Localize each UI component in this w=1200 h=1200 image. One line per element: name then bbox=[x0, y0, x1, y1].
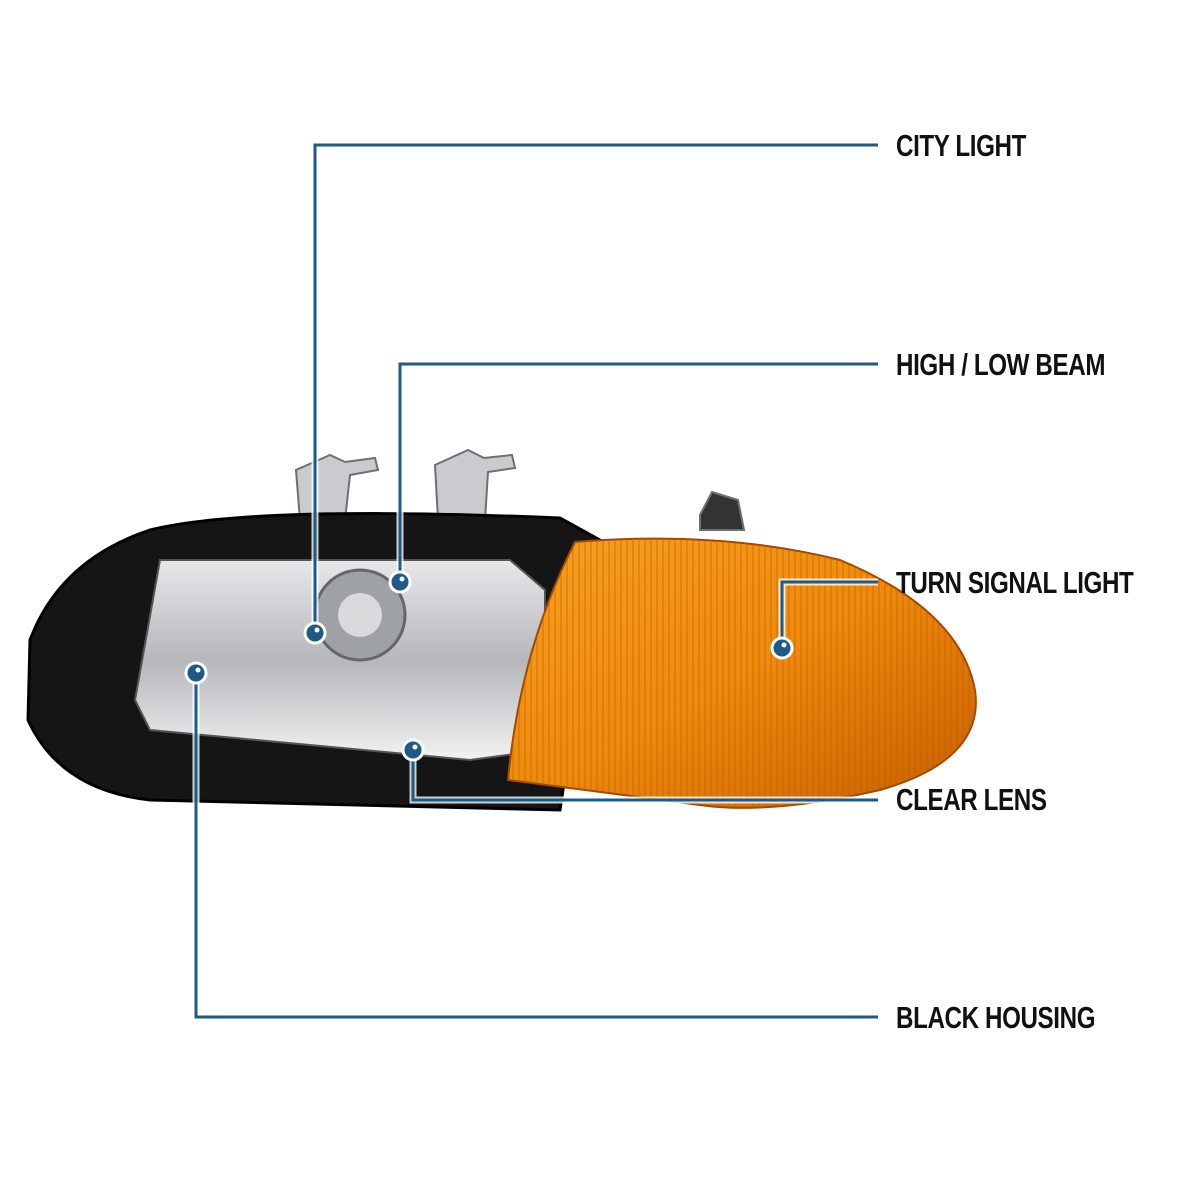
callout-high-low-beam: HIGH / LOW BEAM bbox=[896, 347, 1106, 382]
callout-city-light: CITY LIGHT bbox=[896, 128, 1026, 163]
beam-leader bbox=[398, 362, 878, 582]
callout-clear-lens: CLEAR LENS bbox=[896, 782, 1047, 817]
clear-lens bbox=[133, 559, 546, 762]
callout-turn-signal-light: TURN SIGNAL LIGHT bbox=[896, 565, 1134, 600]
turn-signal-leader bbox=[780, 580, 878, 648]
city-light-leader bbox=[313, 143, 878, 633]
housing-leader bbox=[194, 673, 878, 1019]
callout-black-housing: BLACK HOUSING bbox=[896, 1000, 1096, 1035]
clear-lens-leader bbox=[411, 750, 878, 802]
callout-dots bbox=[184, 570, 794, 762]
